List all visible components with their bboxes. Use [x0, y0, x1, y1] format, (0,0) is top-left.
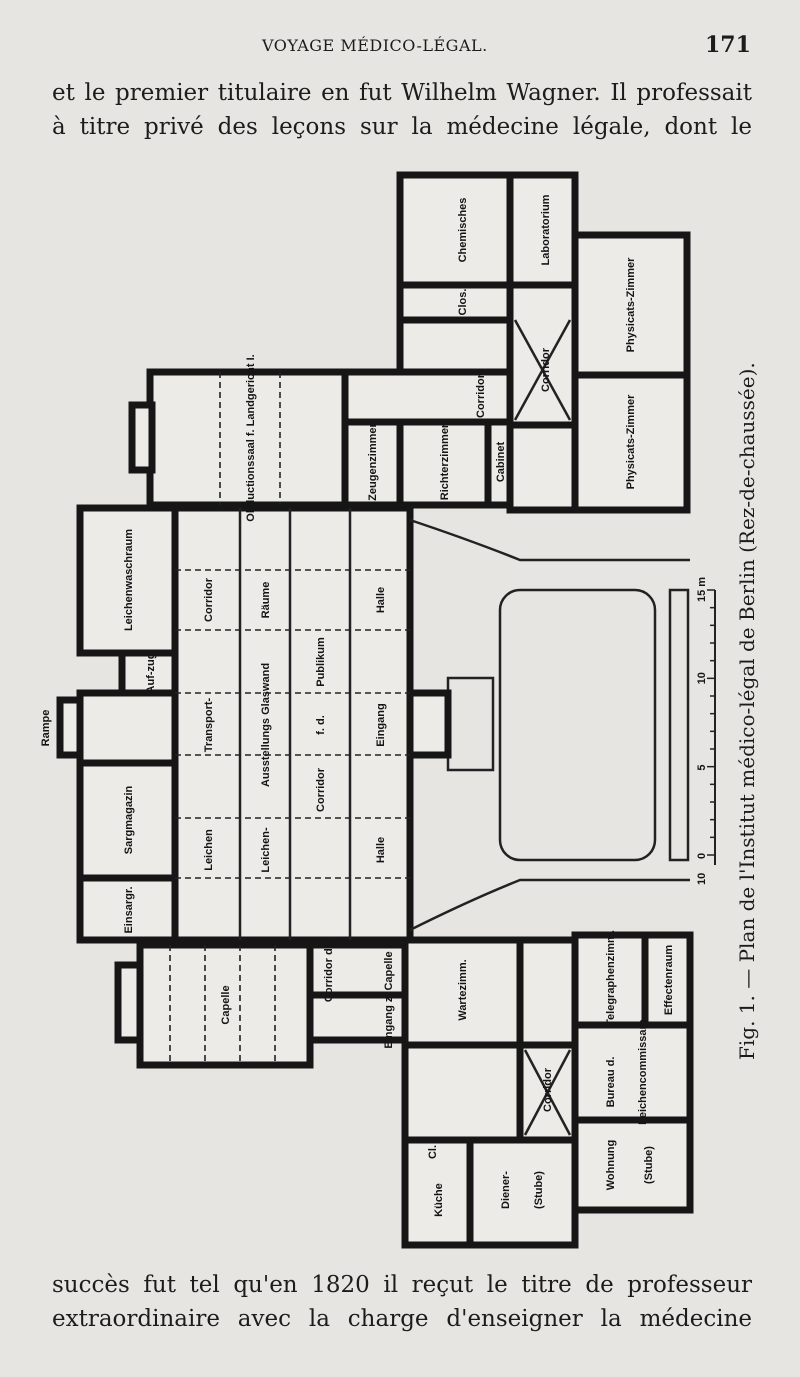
room-label: Corridor — [203, 577, 215, 622]
scale-label: 5 — [696, 765, 708, 771]
room-label: Corridor der — [323, 937, 335, 1002]
room-label: Rampe — [40, 710, 52, 747]
room-label: Corridor — [475, 373, 487, 418]
room-label: Leichencommissare — [637, 1019, 649, 1125]
room-label: Wartezimm. — [457, 959, 469, 1020]
room-label: Auf-zug — [145, 653, 157, 694]
plan-walls — [56, 171, 694, 1249]
scale-bar: 10 0 5 10 15 m — [696, 577, 716, 885]
body-text-line: à titre privé des leçons sur la médecine… — [52, 114, 752, 140]
room-label: Physicats-Zimmer — [625, 394, 637, 489]
room-label: Diener- — [500, 1171, 512, 1209]
scale-label: 10 — [696, 672, 708, 684]
page-number: 171 — [705, 32, 751, 58]
room-label: Leichenwaschraum — [123, 529, 135, 631]
room-label: Wohnung — [605, 1140, 617, 1191]
room-label: Laboratorium — [540, 194, 552, 265]
room-label: Sargmagazin — [123, 785, 135, 854]
room-label: Einsargr. — [123, 886, 135, 933]
room-label: Cl. — [427, 1145, 439, 1159]
room-label: Bureau d. — [605, 1057, 617, 1108]
body-text-line: et le premier titulaire en fut Wilhelm W… — [52, 80, 752, 106]
room-label: Räume — [260, 582, 272, 619]
room-label: Cabinet — [495, 441, 507, 482]
room-label: Corridor — [542, 1067, 554, 1112]
room-label: Transport- — [203, 697, 215, 752]
scale-label: 10 — [696, 873, 708, 885]
running-head: VOYAGE MÉDICO-LÉGAL. 171 — [0, 32, 800, 66]
running-title: VOYAGE MÉDICO-LÉGAL. — [262, 36, 488, 55]
room-label: Leichen- — [260, 827, 272, 873]
room-label: (Stube) — [533, 1171, 545, 1209]
room-label: Zeugenzimmer — [367, 422, 379, 500]
room-label: Richterzimmer — [439, 423, 451, 500]
body-text-line: extraordinaire avec la charge d'enseigne… — [52, 1306, 752, 1332]
room-label: Halle — [375, 837, 387, 863]
room-label: Publikum — [315, 637, 327, 687]
scale-label: 15 m — [696, 577, 708, 602]
plan-interior-lines — [169, 319, 572, 1136]
room-label: Corridor — [315, 767, 327, 812]
room-label: Halle — [375, 587, 387, 613]
room-label: Eingang z. Capelle — [383, 951, 395, 1048]
room-label: Obductionssaal f. Landgericht I. — [245, 354, 257, 521]
room-label: Küche — [433, 1183, 445, 1217]
room-label: Corridor — [540, 347, 552, 392]
room-label: Chemisches — [457, 198, 469, 263]
scale-label: 0 — [696, 853, 708, 859]
room-label: Ausstellungs Glaswand — [260, 663, 272, 787]
room-label: f. d. — [315, 715, 327, 735]
body-text-line: succès fut tel qu'en 1820 il reçut le ti… — [52, 1272, 752, 1298]
room-label: (Stube) — [643, 1146, 655, 1184]
room-label: Physicats-Zimmer — [625, 257, 637, 352]
room-label: Clos. — [457, 289, 469, 316]
room-label: Effectenraum — [663, 945, 675, 1016]
room-label: Eingang — [375, 703, 387, 746]
room-label: Capelle — [220, 985, 232, 1024]
figure-caption: Fig. 1. — Plan de l'Institut médico-léga… — [735, 362, 759, 1060]
room-label: Leichen — [203, 829, 215, 871]
room-label: Telegraphenzimm. — [605, 930, 617, 1026]
